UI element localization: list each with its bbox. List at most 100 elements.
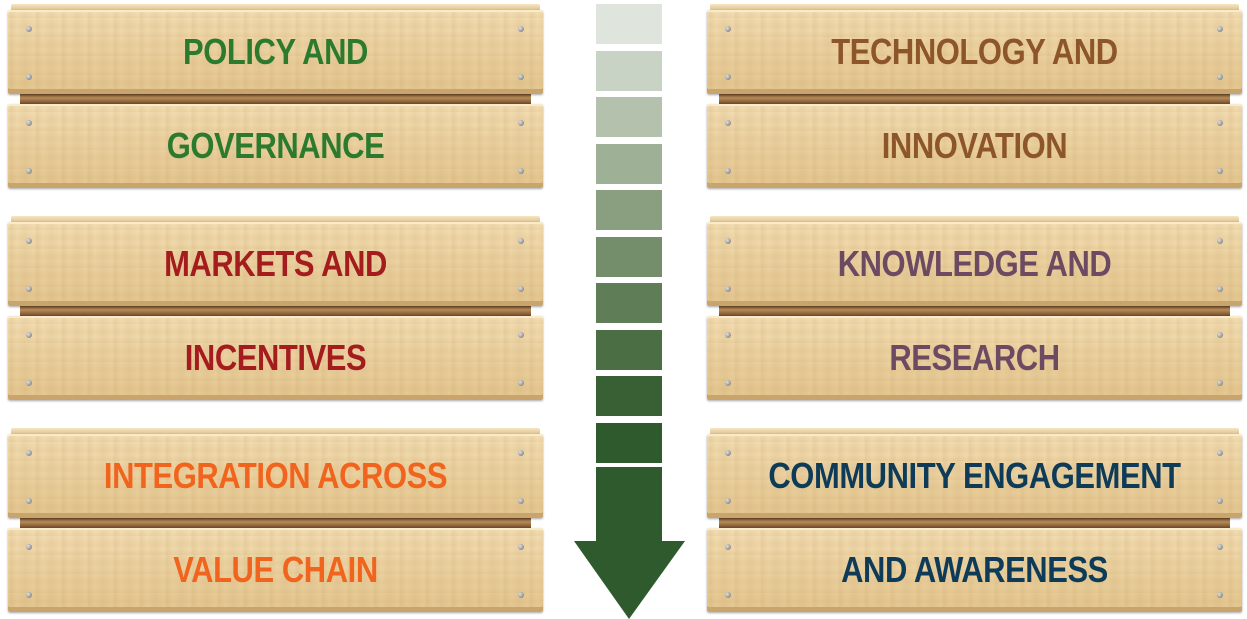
- nail-icon: [26, 544, 32, 550]
- crate-plank-bot: AND AWARENESS: [707, 528, 1242, 612]
- nail-icon: [1217, 380, 1223, 386]
- nail-icon: [26, 120, 32, 126]
- crate-5: INTEGRATION ACROSS VALUE CHAIN: [8, 428, 543, 613]
- nail-icon: [725, 498, 731, 504]
- nail-icon: [518, 544, 524, 550]
- nail-icon: [518, 380, 524, 386]
- crate-rim: [710, 428, 1239, 435]
- nail-icon: [1217, 120, 1223, 126]
- arrow-segment: [596, 4, 662, 44]
- nail-icon: [518, 286, 524, 292]
- nail-icon: [26, 332, 32, 338]
- crate-plank-bot: VALUE CHAIN: [8, 528, 543, 612]
- nail-icon: [725, 592, 731, 598]
- arrow-segment: [596, 236, 662, 277]
- nail-icon: [1217, 168, 1223, 174]
- nail-icon: [518, 74, 524, 80]
- nail-icon: [1217, 450, 1223, 456]
- crate-gap: [719, 306, 1230, 316]
- nail-icon: [518, 238, 524, 244]
- nail-icon: [1217, 498, 1223, 504]
- nail-icon: [26, 592, 32, 598]
- nail-icon: [518, 450, 524, 456]
- nail-icon: [26, 238, 32, 244]
- nail-icon: [725, 120, 731, 126]
- crate-label-line1: KNOWLEDGE AND: [837, 243, 1112, 284]
- nail-icon: [26, 286, 32, 292]
- nail-icon: [1217, 332, 1223, 338]
- crate-4: KNOWLEDGE AND RESEARCH: [707, 216, 1242, 401]
- crate-rim: [710, 216, 1239, 223]
- crate-2: TECHNOLOGY AND INNOVATION: [707, 4, 1242, 189]
- crate-plank-top: TECHNOLOGY AND: [707, 10, 1242, 94]
- crate-label-line2: INNOVATION: [881, 125, 1068, 166]
- crate-plank-top: INTEGRATION ACROSS: [8, 434, 543, 518]
- crate-gap: [20, 94, 531, 104]
- crate-plank-bot: INCENTIVES: [8, 316, 543, 400]
- crate-label-line1: MARKETS AND: [164, 243, 387, 284]
- crate-plank-bot: INNOVATION: [707, 104, 1242, 188]
- arrow-segment: [596, 376, 662, 416]
- crate-label-line1: INTEGRATION ACROSS: [103, 455, 448, 496]
- crate-plank-top: KNOWLEDGE AND: [707, 222, 1242, 306]
- crate-label-line1: TECHNOLOGY AND: [831, 31, 1118, 72]
- nail-icon: [1217, 592, 1223, 598]
- crate-plank-top: MARKETS AND: [8, 222, 543, 306]
- nail-icon: [1217, 74, 1223, 80]
- crate-rim: [710, 4, 1239, 11]
- nail-icon: [26, 74, 32, 80]
- arrow-segment: [596, 190, 662, 230]
- crate-label-line2: INCENTIVES: [184, 337, 367, 378]
- crate-rim: [11, 4, 540, 11]
- crate-label-line2: RESEARCH: [889, 337, 1060, 378]
- crate-3: MARKETS AND INCENTIVES: [8, 216, 543, 401]
- crate-plank-bot: GOVERNANCE: [8, 104, 543, 188]
- arrow-segment: [596, 283, 662, 323]
- crate-plank-top: COMMUNITY ENGAGEMENT: [707, 434, 1242, 518]
- nail-icon: [1217, 544, 1223, 550]
- crate-plank-top: POLICY AND: [8, 10, 543, 94]
- crate-gap: [20, 518, 531, 528]
- nail-icon: [518, 168, 524, 174]
- arrow-segment: [596, 97, 662, 137]
- nail-icon: [1217, 238, 1223, 244]
- nail-icon: [1217, 26, 1223, 32]
- nail-icon: [26, 498, 32, 504]
- nail-icon: [26, 26, 32, 32]
- nail-icon: [725, 450, 731, 456]
- nail-icon: [725, 380, 731, 386]
- crate-gap: [20, 306, 531, 316]
- crate-label-line2: AND AWARENESS: [841, 549, 1108, 590]
- crate-1: POLICY AND GOVERNANCE: [8, 4, 543, 189]
- nail-icon: [518, 592, 524, 598]
- crate-plank-bot: RESEARCH: [707, 316, 1242, 400]
- crate-rim: [11, 428, 540, 435]
- nail-icon: [725, 74, 731, 80]
- crate-label-line1: POLICY AND: [183, 31, 368, 72]
- nail-icon: [26, 168, 32, 174]
- nail-icon: [518, 498, 524, 504]
- nail-icon: [518, 332, 524, 338]
- nail-icon: [725, 286, 731, 292]
- arrow-head: [574, 467, 685, 619]
- nail-icon: [725, 26, 731, 32]
- crate-gap: [719, 518, 1230, 528]
- crate-label-line1: COMMUNITY ENGAGEMENT: [768, 455, 1181, 496]
- arrow-segment: [596, 143, 662, 184]
- nail-icon: [1217, 286, 1223, 292]
- arrow-segment: [596, 329, 662, 370]
- crate-rim: [11, 216, 540, 223]
- nail-icon: [725, 238, 731, 244]
- nail-icon: [725, 168, 731, 174]
- nail-icon: [518, 120, 524, 126]
- crate-6: COMMUNITY ENGAGEMENT AND AWARENESS: [707, 428, 1242, 613]
- crate-label-line2: VALUE CHAIN: [173, 549, 378, 590]
- crate-label-line2: GOVERNANCE: [166, 125, 385, 166]
- arrow-segment: [596, 50, 662, 91]
- arrow-segment: [596, 422, 662, 463]
- nail-icon: [26, 380, 32, 386]
- nail-icon: [725, 332, 731, 338]
- nail-icon: [518, 26, 524, 32]
- nail-icon: [725, 544, 731, 550]
